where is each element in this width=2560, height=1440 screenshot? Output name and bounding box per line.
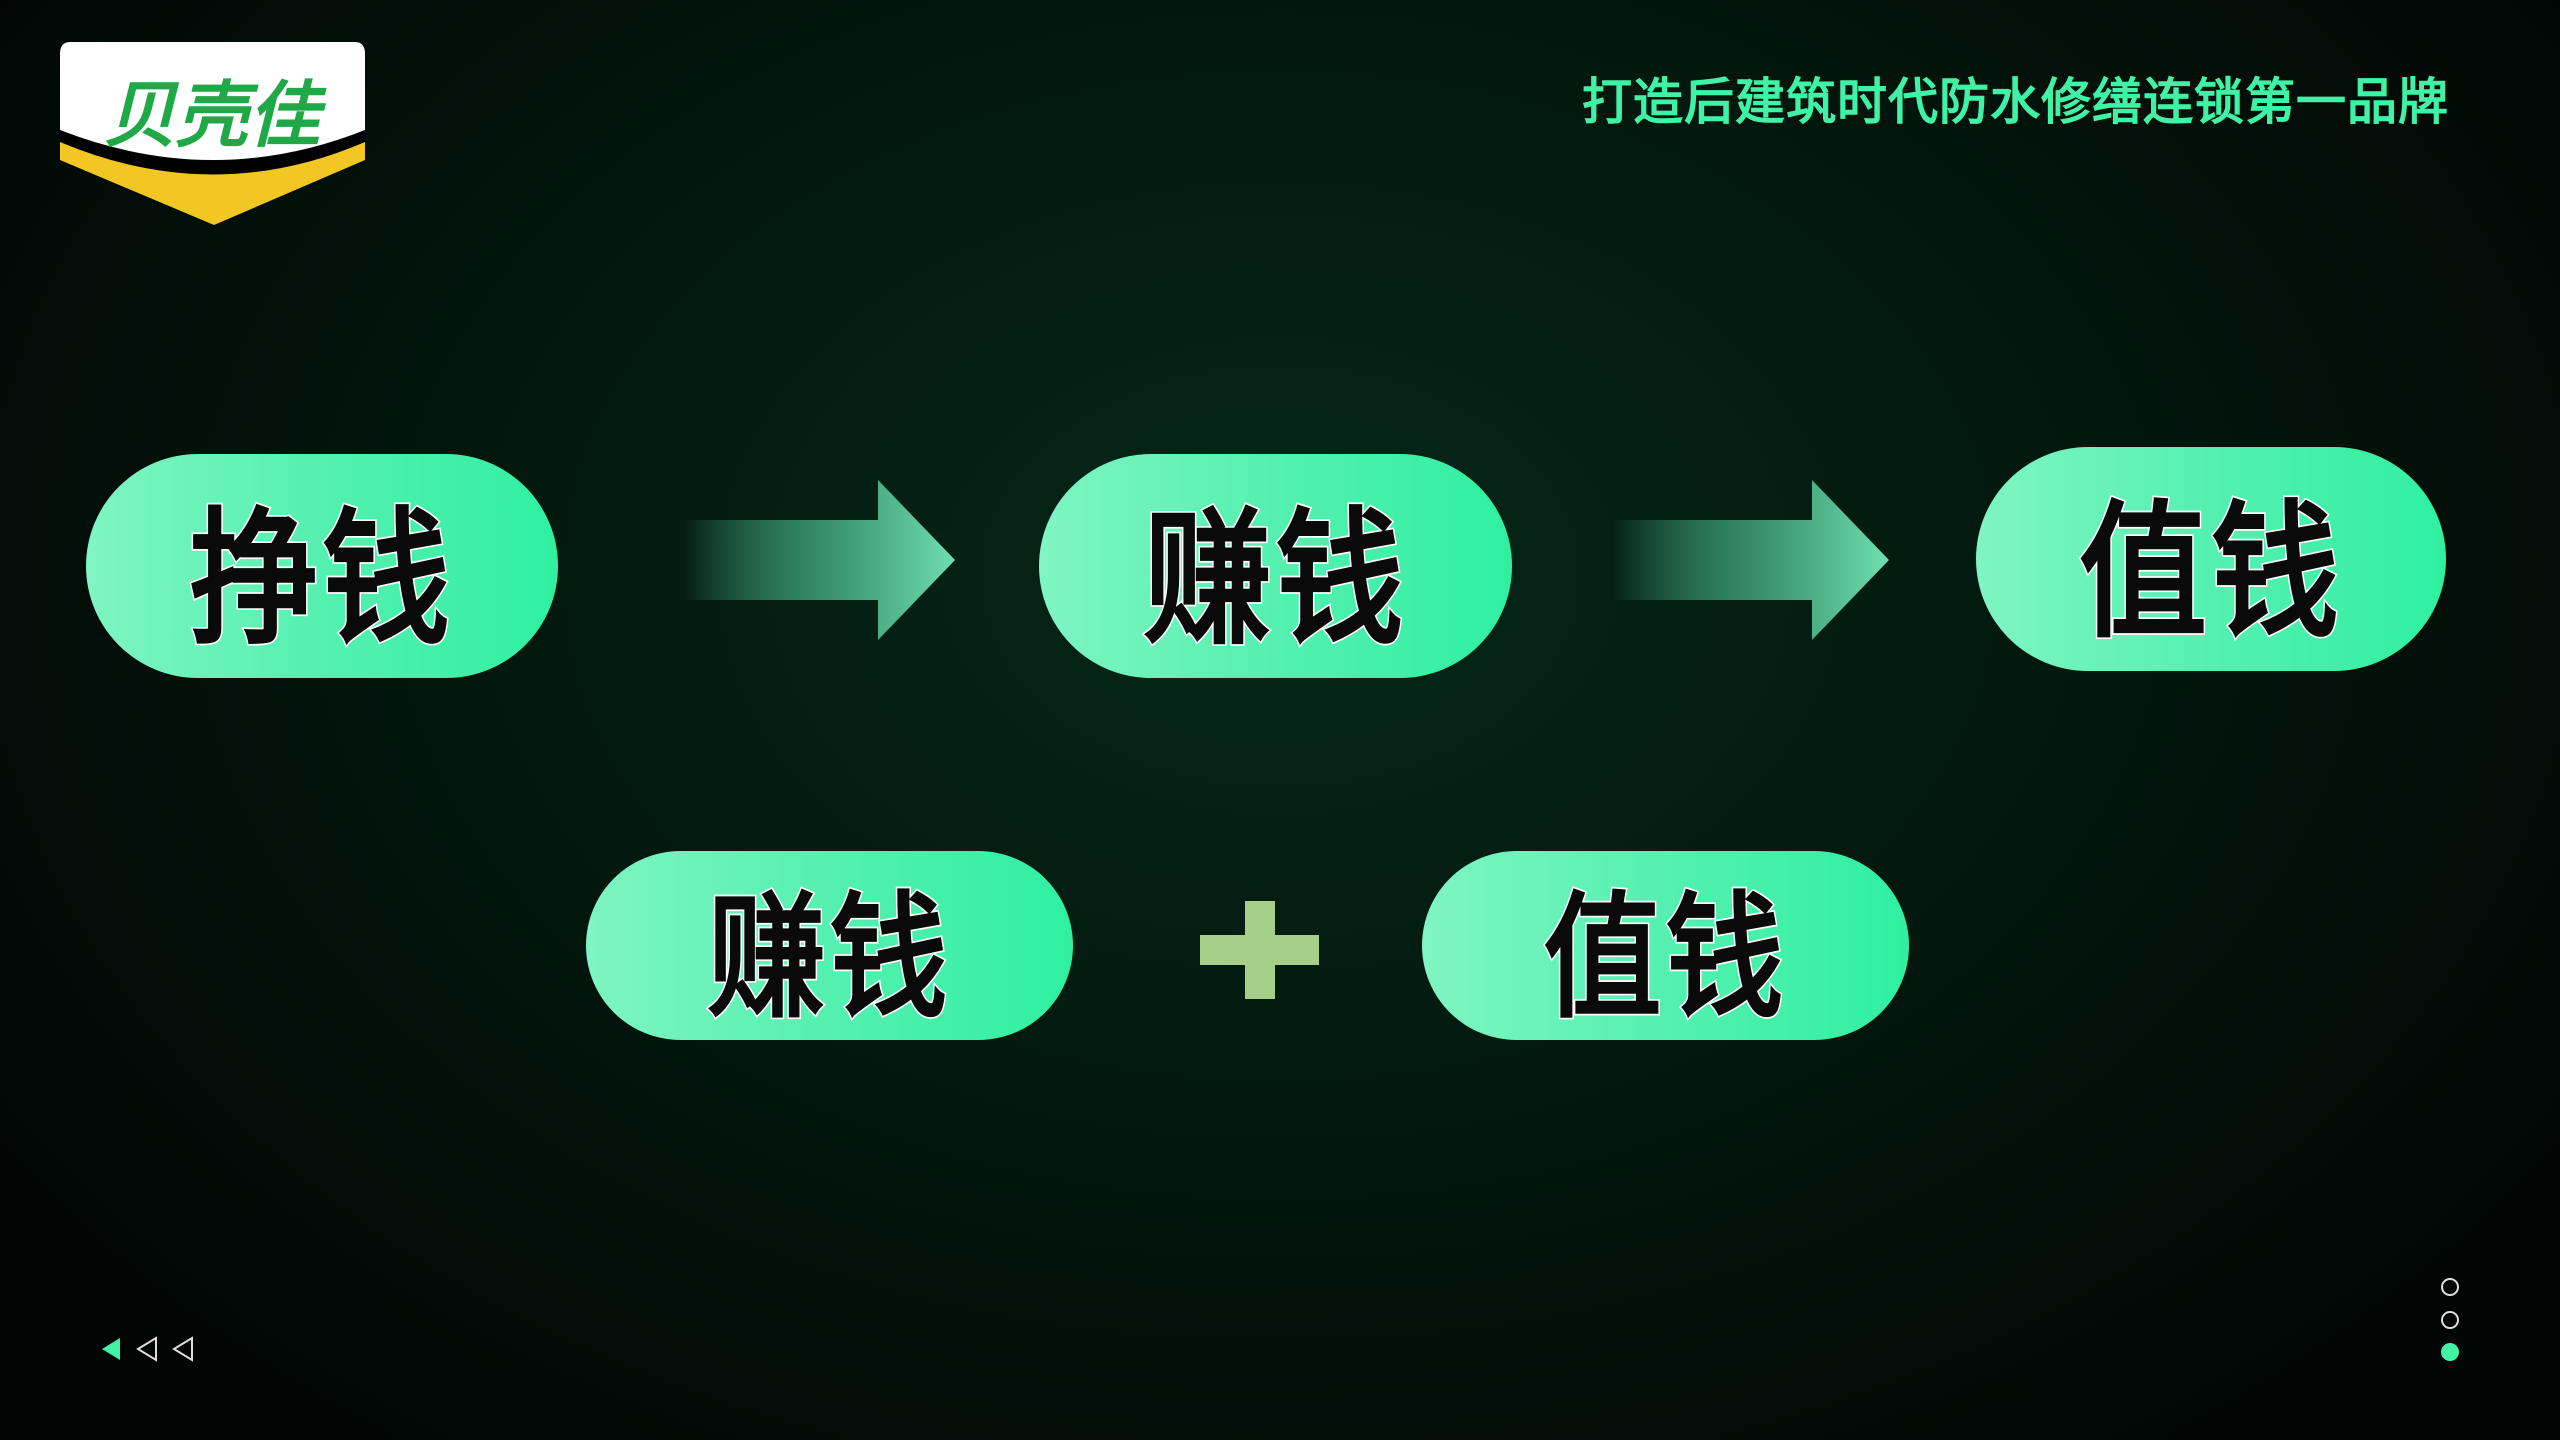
flow-step-label: 值钱 bbox=[2077, 485, 2343, 660]
arrow-right-icon bbox=[683, 480, 955, 640]
header-slogan: 打造后建筑时代防水修缮连锁第一品牌 bbox=[1582, 73, 2449, 131]
flow-step-earn-hard: 挣钱 bbox=[86, 454, 558, 678]
page-dot-1[interactable] bbox=[2441, 1278, 2459, 1296]
prev-arrow-icon bbox=[102, 1338, 120, 1360]
page-dot-2[interactable] bbox=[2441, 1311, 2459, 1329]
brand-logo: 贝壳佳 bbox=[54, 42, 371, 225]
plus-icon bbox=[1200, 901, 1319, 999]
prev-page-arrows[interactable] bbox=[100, 1336, 196, 1362]
flow-step-earn-more: 赚钱 bbox=[1039, 454, 1512, 678]
flow-step-label: 挣钱 bbox=[188, 492, 454, 667]
page-dot-3-active[interactable] bbox=[2441, 1343, 2459, 1361]
formula-right: 值钱 bbox=[1422, 851, 1909, 1040]
prev-arrow-icon bbox=[172, 1336, 193, 1362]
svg-text:贝壳佳: 贝壳佳 bbox=[104, 73, 327, 157]
formula-left-label: 赚钱 bbox=[706, 876, 952, 1038]
flow-step-label: 赚钱 bbox=[1142, 492, 1408, 667]
prev-arrow-icon bbox=[136, 1336, 157, 1362]
formula-left: 赚钱 bbox=[586, 851, 1073, 1040]
formula-right-label: 值钱 bbox=[1542, 876, 1788, 1038]
arrow-right-icon bbox=[1613, 480, 1889, 640]
flow-step-valuable: 值钱 bbox=[1976, 447, 2446, 671]
